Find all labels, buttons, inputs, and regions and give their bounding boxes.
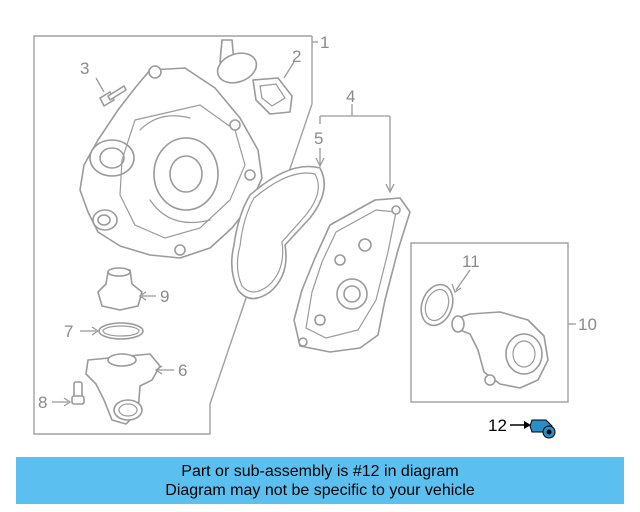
assembly-4-bracket [315, 104, 395, 194]
bolt-3-part[interactable] [95, 77, 127, 107]
callout-10: 10 [578, 315, 597, 334]
parts-diagram: 1 2 3 4 5 9 7 6 8 11 10 12 [33, 33, 597, 439]
banner-line-2: Diagram may not be specific to your vehi… [165, 481, 475, 499]
callout-1: 1 [320, 33, 329, 52]
pump-housing-part[interactable] [79, 39, 263, 259]
callout-5: 5 [314, 129, 323, 148]
callout-7: 7 [64, 322, 73, 341]
water-pump-part[interactable] [293, 197, 411, 353]
seal-ring-11-part[interactable] [416, 269, 471, 330]
gasket-ring-part[interactable] [213, 48, 295, 115]
callout-12: 12 [488, 416, 507, 435]
coolant-outlet-part[interactable] [451, 311, 549, 389]
info-banner: Part or sub-assembly is #12 in diagram D… [16, 457, 624, 504]
thermostat-housing-part[interactable] [85, 353, 174, 425]
callout-9: 9 [160, 287, 169, 306]
thermostat-part[interactable] [97, 267, 156, 311]
callout-11: 11 [462, 252, 480, 271]
callout-6: 6 [178, 361, 187, 380]
banner-line-1: Part or sub-assembly is #12 in diagram [181, 462, 459, 480]
pump-gasket-part[interactable] [230, 165, 326, 300]
bolt-8-part[interactable] [52, 381, 85, 407]
assembly-10-frame [410, 242, 576, 403]
callout-8: 8 [38, 393, 47, 412]
callout-4: 4 [346, 87, 355, 106]
callout-3: 3 [80, 59, 89, 78]
bolt-12-part-highlighted[interactable] [510, 419, 556, 439]
o-ring-7-part[interactable] [80, 322, 144, 340]
callout-2: 2 [292, 47, 301, 66]
